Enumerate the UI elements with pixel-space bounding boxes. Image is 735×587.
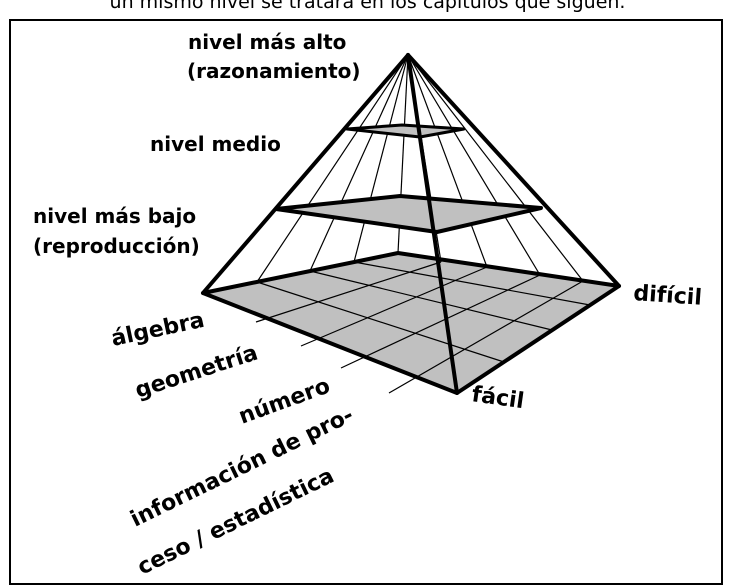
base-plane (201, 251, 621, 395)
base-grid-lines (255, 261, 591, 394)
middle-plane (274, 194, 543, 234)
caption-text: un mismo nivel se tratará en los capítul… (109, 0, 626, 13)
label-top-level-line1: nivel más alto (188, 30, 346, 54)
label-bottom-level-line2: (reproducción) (33, 234, 200, 258)
top-plane (345, 123, 466, 139)
label-geometry: geometría (132, 341, 261, 404)
apex-grid-lines (256, 54, 584, 283)
label-bottom-level-line1: nivel más bajo (33, 204, 196, 228)
pyramid-edges (201, 53, 621, 395)
label-algebra: álgebra (109, 308, 207, 352)
label-middle-level: nivel medio (150, 132, 281, 156)
label-easy: fácil (470, 382, 526, 414)
label-difficult: difícil (633, 281, 703, 311)
label-top-level-line2: (razonamiento) (187, 59, 361, 83)
